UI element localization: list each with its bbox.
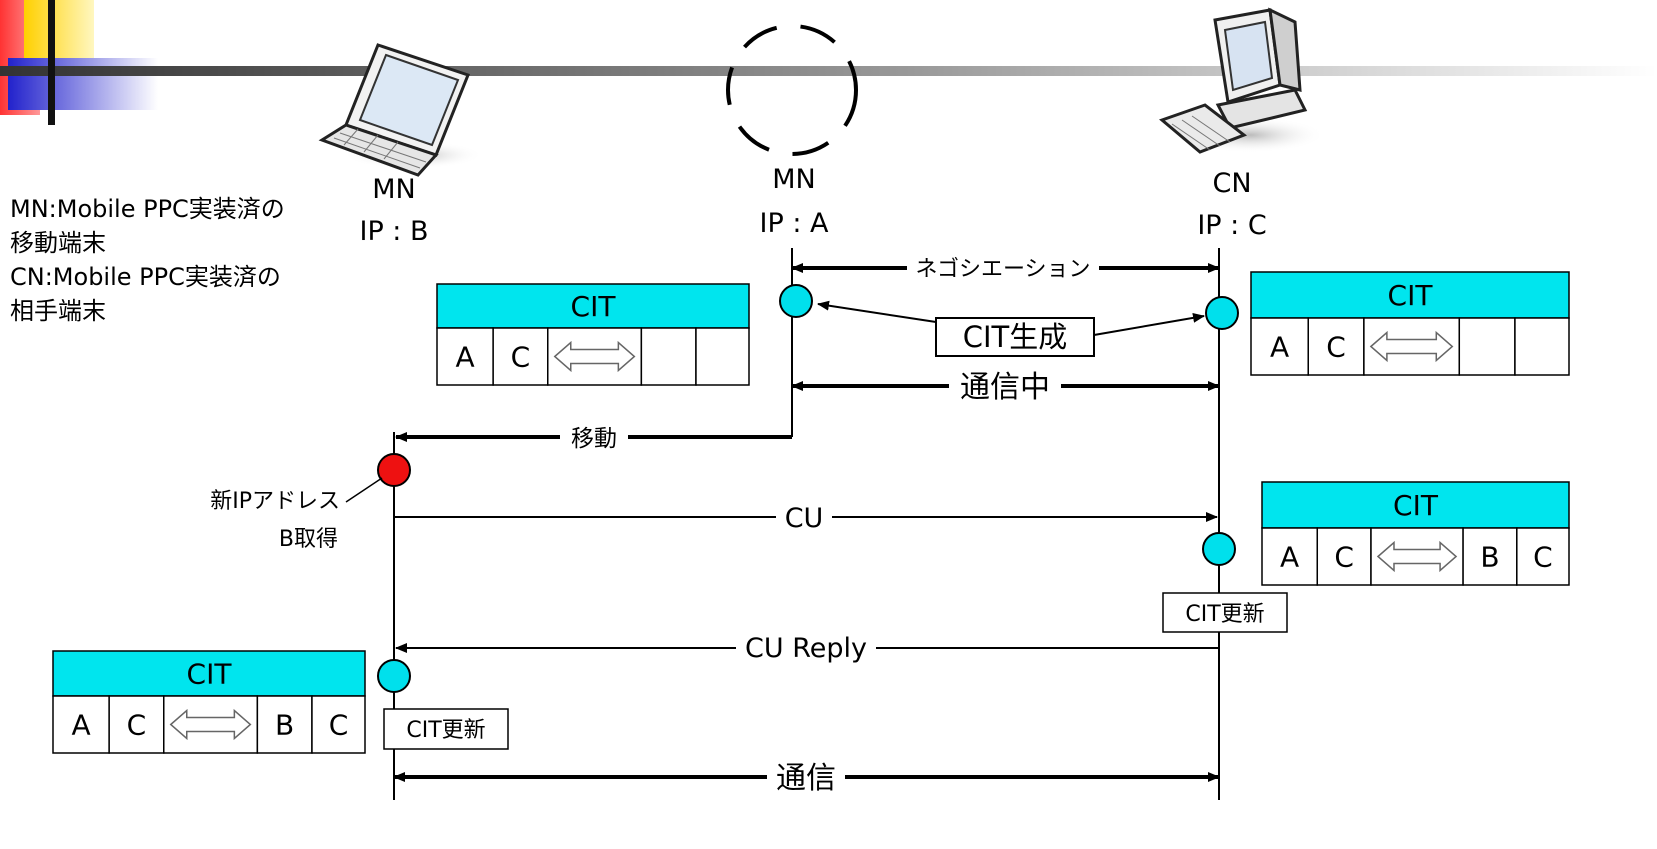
new-ip-label-line2: B取得 <box>279 527 338 552</box>
cit-table-cell-value: C <box>511 341 531 374</box>
cit-table-cell-value: C <box>1326 331 1346 364</box>
cn-cit-update-label: CIT更新 <box>1185 602 1264 627</box>
cit-table-cell-value: A <box>1280 541 1299 574</box>
cit-table-cell-value: C <box>1334 541 1354 574</box>
cu-reply-label: CU Reply <box>745 633 867 664</box>
legend-mn-line2: 移動端末 <box>10 226 285 260</box>
legend-cn-line2: 相手端末 <box>10 294 285 328</box>
new-ip-dot <box>378 454 410 486</box>
cit-table-cell-value: B <box>275 709 294 742</box>
communicating-label: 通信中 <box>960 370 1050 405</box>
header-bar-decoration <box>0 0 1657 125</box>
cit-table-cell-value: A <box>72 709 91 742</box>
cit-table-mn-updated: CIT A C B C <box>53 651 365 753</box>
cit-table-cell <box>1515 318 1569 375</box>
cit-table-title: CIT <box>187 658 233 691</box>
mn-old-name: MN <box>772 164 816 195</box>
mn-cit-update-dot <box>378 660 410 692</box>
cit-table-cell-value: B <box>1480 541 1499 574</box>
cn-cit-update-dot <box>1203 533 1235 565</box>
move-label: 移動 <box>571 426 617 452</box>
cit-table-title: CIT <box>1388 279 1434 312</box>
negotiation-label: ネゴシエーション <box>915 257 1090 282</box>
cn-ip: IP : C <box>1197 210 1266 241</box>
cit-table-cell-value: C <box>1533 541 1553 574</box>
communication-label: 通信 <box>776 761 836 796</box>
cit-table-cn-updated: CIT A C B C <box>1262 482 1569 585</box>
mn-cit-generate-dot <box>780 285 812 317</box>
mn-new-ip: IP : B <box>359 216 428 247</box>
cn-cit-generate-dot <box>1206 297 1238 329</box>
laptop-icon <box>322 45 483 175</box>
cit-table-cell-value: C <box>329 709 349 742</box>
mn-old-ip: IP : A <box>760 208 830 239</box>
dashed-circle-icon <box>728 26 856 154</box>
cit-table-cell <box>641 328 696 385</box>
cit-table-title: CIT <box>571 290 617 323</box>
legend-cn-line1: CN:Mobile PPC実装済の <box>10 260 285 294</box>
legend-mn-line1: MN:Mobile PPC実装済の <box>10 192 285 226</box>
new-ip-label-line1: 新IPアドレス <box>210 489 340 514</box>
cit-table-cell-value: A <box>1270 331 1289 364</box>
cn-name: CN <box>1212 168 1251 199</box>
legend: MN:Mobile PPC実装済の 移動端末 CN:Mobile PPC実装済の… <box>10 192 285 328</box>
cu-label: CU <box>785 503 824 534</box>
cit-table-cell-value: A <box>456 341 475 374</box>
cit-table-cell-value: C <box>127 709 147 742</box>
desktop-computer-icon <box>1162 10 1325 153</box>
cit-generate-label: CIT生成 <box>963 320 1068 354</box>
cit-table-title: CIT <box>1393 489 1439 522</box>
mn-cit-update-label: CIT更新 <box>406 718 485 743</box>
cit-table-cell <box>1459 318 1515 375</box>
cit-table-cn-initial: CIT A C <box>1251 272 1569 375</box>
cit-table-mn-initial: CIT A C <box>437 284 749 385</box>
cit-table-cell <box>696 328 749 385</box>
mn-new-name: MN <box>372 174 416 205</box>
